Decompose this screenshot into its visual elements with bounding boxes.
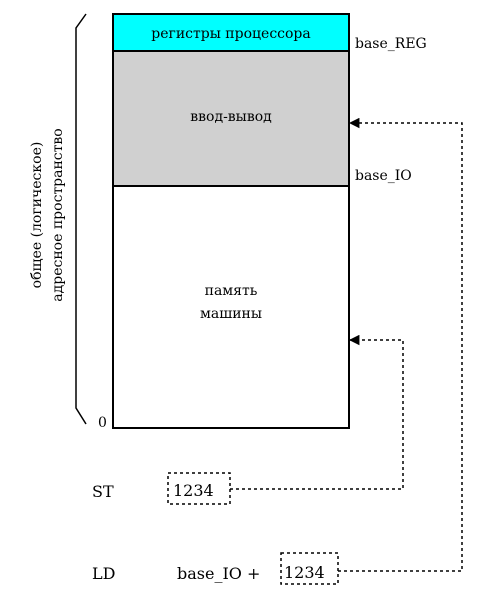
io-label: ввод-вывод <box>190 109 272 125</box>
registers-label: регистры процессора <box>151 26 310 42</box>
memory-region <box>112 185 350 429</box>
space-label-line1: общее (логическое) <box>29 142 45 289</box>
io-region <box>112 50 350 187</box>
st-operand-box <box>167 472 231 505</box>
registers-region <box>112 13 350 52</box>
st-operand: 1234 <box>173 481 214 500</box>
ld-arrow <box>338 117 463 572</box>
address-space-brace <box>75 13 87 425</box>
memory-label-line1: память <box>205 283 258 299</box>
st-op: ST <box>92 482 114 501</box>
base-reg-label: base_REG <box>355 36 427 52</box>
st-arrow <box>230 334 404 490</box>
ld-op: LD <box>92 564 115 583</box>
zero-address-label: 0 <box>98 415 107 431</box>
ld-operand: 1234 <box>284 563 325 582</box>
ld-operand-box <box>280 552 339 585</box>
memory-label-line2: машины <box>200 306 262 322</box>
base-io-label: base_IO <box>355 168 412 184</box>
space-label-line2: адресное пространство <box>50 128 66 301</box>
ld-prefix: base_IO + <box>177 564 260 583</box>
